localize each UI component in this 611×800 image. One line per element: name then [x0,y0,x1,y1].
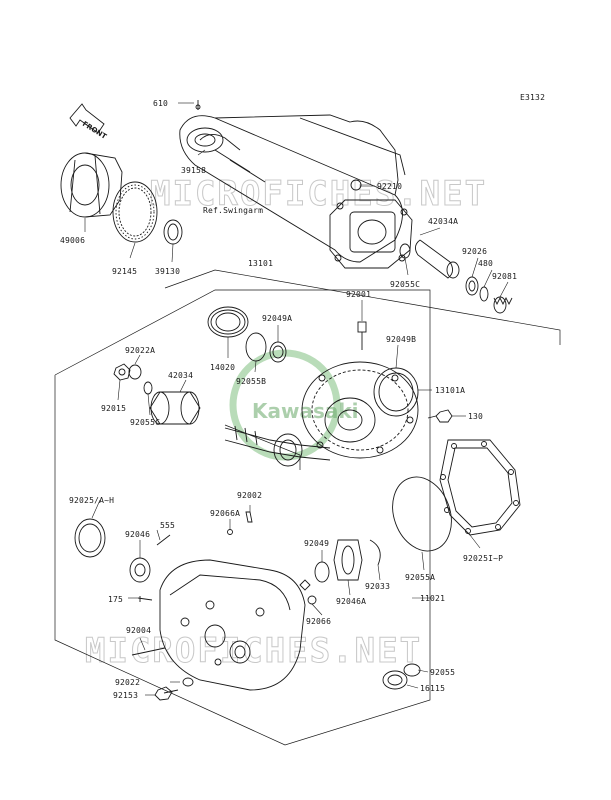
shim-92049 [314,561,330,583]
assembly-frame-13101 [164,269,561,345]
label-92026: 92026 [462,247,487,256]
spring-92145 [112,181,158,243]
label-92046A: 92046A [336,597,366,606]
label-11021: 11021 [420,594,445,603]
label-92015: 92015 [101,404,126,413]
label-610: 610 [153,99,168,108]
label-ref-swingarm: Ref.Swingarm [203,206,263,215]
oring-92055A [392,476,452,552]
label-13101: 13101 [248,259,273,268]
boot-49006 [60,152,123,218]
ring-39130 [163,219,183,245]
label-92055B: 92055B [236,377,266,386]
label-92055C: 92055C [130,418,160,427]
label-92055: 92055 [430,668,455,677]
label-130: 130 [468,412,483,421]
label-92055C-top: 92055C [390,280,420,289]
label-92004: 92004 [126,626,151,635]
oring-92055C [143,381,153,395]
washer-92022 [182,677,194,687]
cover-gasket-92025I-P [439,439,521,536]
stud-92002 [245,511,253,523]
oring-92055 [403,663,421,677]
shim-92025A-H [74,518,106,558]
label-92025A-H: 92025/A~H [69,496,114,505]
label-92049B: 92049B [386,335,416,344]
label-92055A: 92055A [405,573,435,582]
label-92025I-P: 92025I~P [463,554,503,563]
pinion-shaft [224,425,331,467]
assembly-frame-main [54,289,431,746]
spring-92081 [493,296,513,314]
bolt-130 [427,409,453,423]
bolt-175 [137,596,153,602]
oil-seal-14020 [207,306,249,338]
watermark-bottom: MICROFICHES.NET [85,631,422,671]
label-16115: 16115 [420,684,445,693]
label-14020: 14020 [210,363,235,372]
circlip-480 [479,286,489,302]
bearing-92046A [333,539,363,581]
label-49006: 49006 [60,236,85,245]
ring-gear-13101A [301,361,419,459]
label-42034A: 42034A [428,217,458,226]
label-92066A: 92066A [210,509,240,518]
label-92153: 92153 [113,691,138,700]
label-39130: 39130 [155,267,180,276]
label-92001: 92001 [346,290,371,299]
pin-555 [156,534,171,546]
dowel-92066A [227,529,233,535]
leader-lines [84,102,509,696]
washer-92022A [128,364,142,380]
label-92022: 92022 [115,678,140,687]
part-labels: 610 39158 92210 Ref.Swingarm 49006 92145… [60,99,517,700]
washer-92026 [465,276,479,296]
label-13101A: 13101A [435,386,465,395]
label-92002: 92002 [237,491,262,500]
bearing-42034 [149,391,201,425]
sleeve-42034A [415,239,460,279]
label-92033: 92033 [365,582,390,591]
bearing-92046 [129,557,151,583]
cap-16115 [382,670,408,690]
label-175: 175 [108,595,123,604]
label-92046: 92046 [125,530,150,539]
watermark-top: MICROFICHES.NET [150,174,487,214]
label-92049A: 92049A [262,314,292,323]
nut-92015 [113,363,131,381]
oring-92055B [245,332,267,362]
bolt-92001 [357,321,367,350]
svg-text:Kawasaki: Kawasaki [252,399,359,423]
swingarm-drawing [179,100,413,269]
label-39158: 39158 [181,166,206,175]
label-42034: 42034 [168,371,193,380]
label-92066: 92066 [306,617,331,626]
bolt-92153 [154,686,179,701]
stud-92004 [131,647,166,656]
diagram-code: E3132 [520,93,545,102]
label-92210: 92210 [377,182,402,191]
circlip-92033 [369,539,381,566]
label-92022A: 92022A [125,346,155,355]
label-92145: 92145 [112,267,137,276]
label-480: 480 [478,259,493,268]
label-92049: 92049 [304,539,329,548]
kawasaki-logo-watermark: Kawasaki [229,349,359,461]
label-555: 555 [160,521,175,530]
front-arrow-icon: FRONT [69,103,108,141]
label-92081: 92081 [492,272,517,281]
